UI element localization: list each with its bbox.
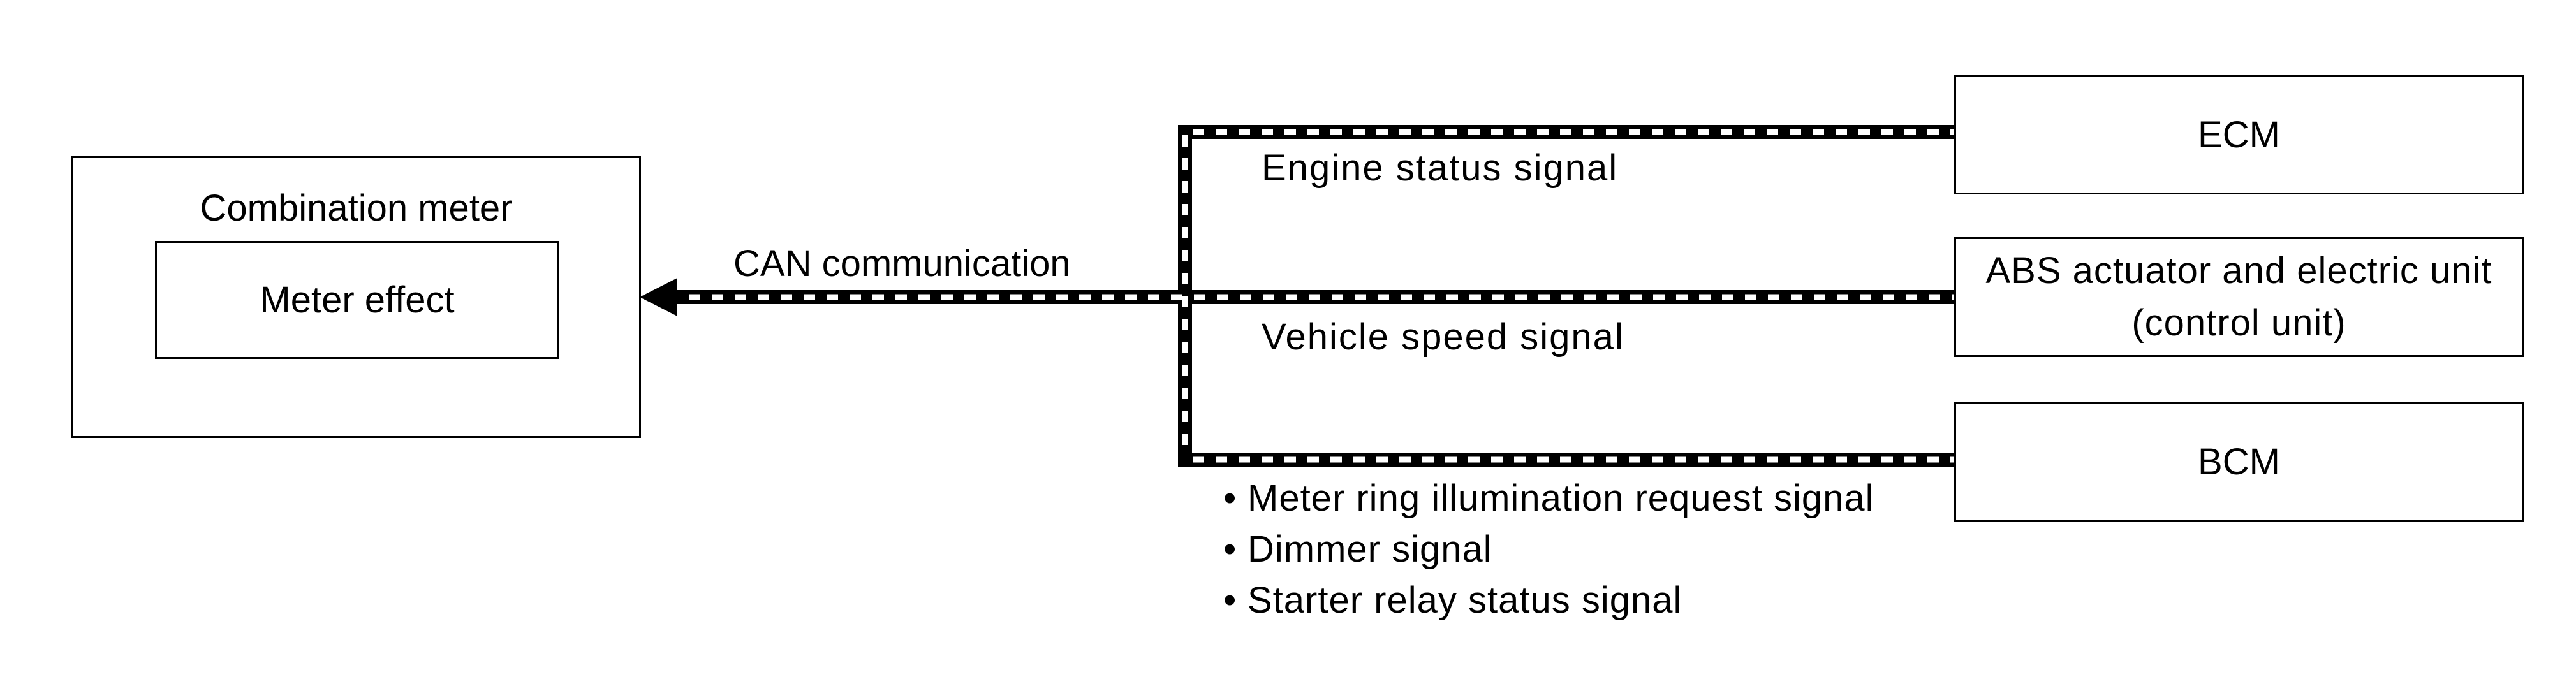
combination-meter-box: Combination meter Meter effect <box>71 156 641 438</box>
list-item: Meter ring illumination request signal <box>1223 473 1874 524</box>
engine-status-signal-label: Engine status signal <box>1262 147 1619 189</box>
vehicle-speed-signal-label: Vehicle speed signal <box>1262 316 1624 358</box>
abs-actuator-box: ABS actuator and electric unit (control … <box>1954 237 2524 357</box>
can-communication-label: CAN communication <box>733 243 1071 284</box>
bcm-label: BCM <box>2198 441 2280 483</box>
list-item: Dimmer signal <box>1223 524 1874 575</box>
bcm-signal-list: Meter ring illumination request signal D… <box>1223 473 1874 626</box>
ecm-box: ECM <box>1954 75 2524 194</box>
bcm-box: BCM <box>1954 402 2524 522</box>
meter-effect-label: Meter effect <box>260 279 455 321</box>
abs-label-line2: (control unit) <box>2131 302 2346 344</box>
arrowhead-icon <box>640 278 677 316</box>
ecm-label: ECM <box>2198 113 2280 156</box>
list-item: Starter relay status signal <box>1223 575 1874 626</box>
can-bus-dashes <box>689 129 1958 463</box>
combination-meter-label: Combination meter <box>200 187 513 229</box>
meter-effect-box: Meter effect <box>155 241 559 359</box>
abs-label-line1: ABS actuator and electric unit <box>1985 250 2492 291</box>
